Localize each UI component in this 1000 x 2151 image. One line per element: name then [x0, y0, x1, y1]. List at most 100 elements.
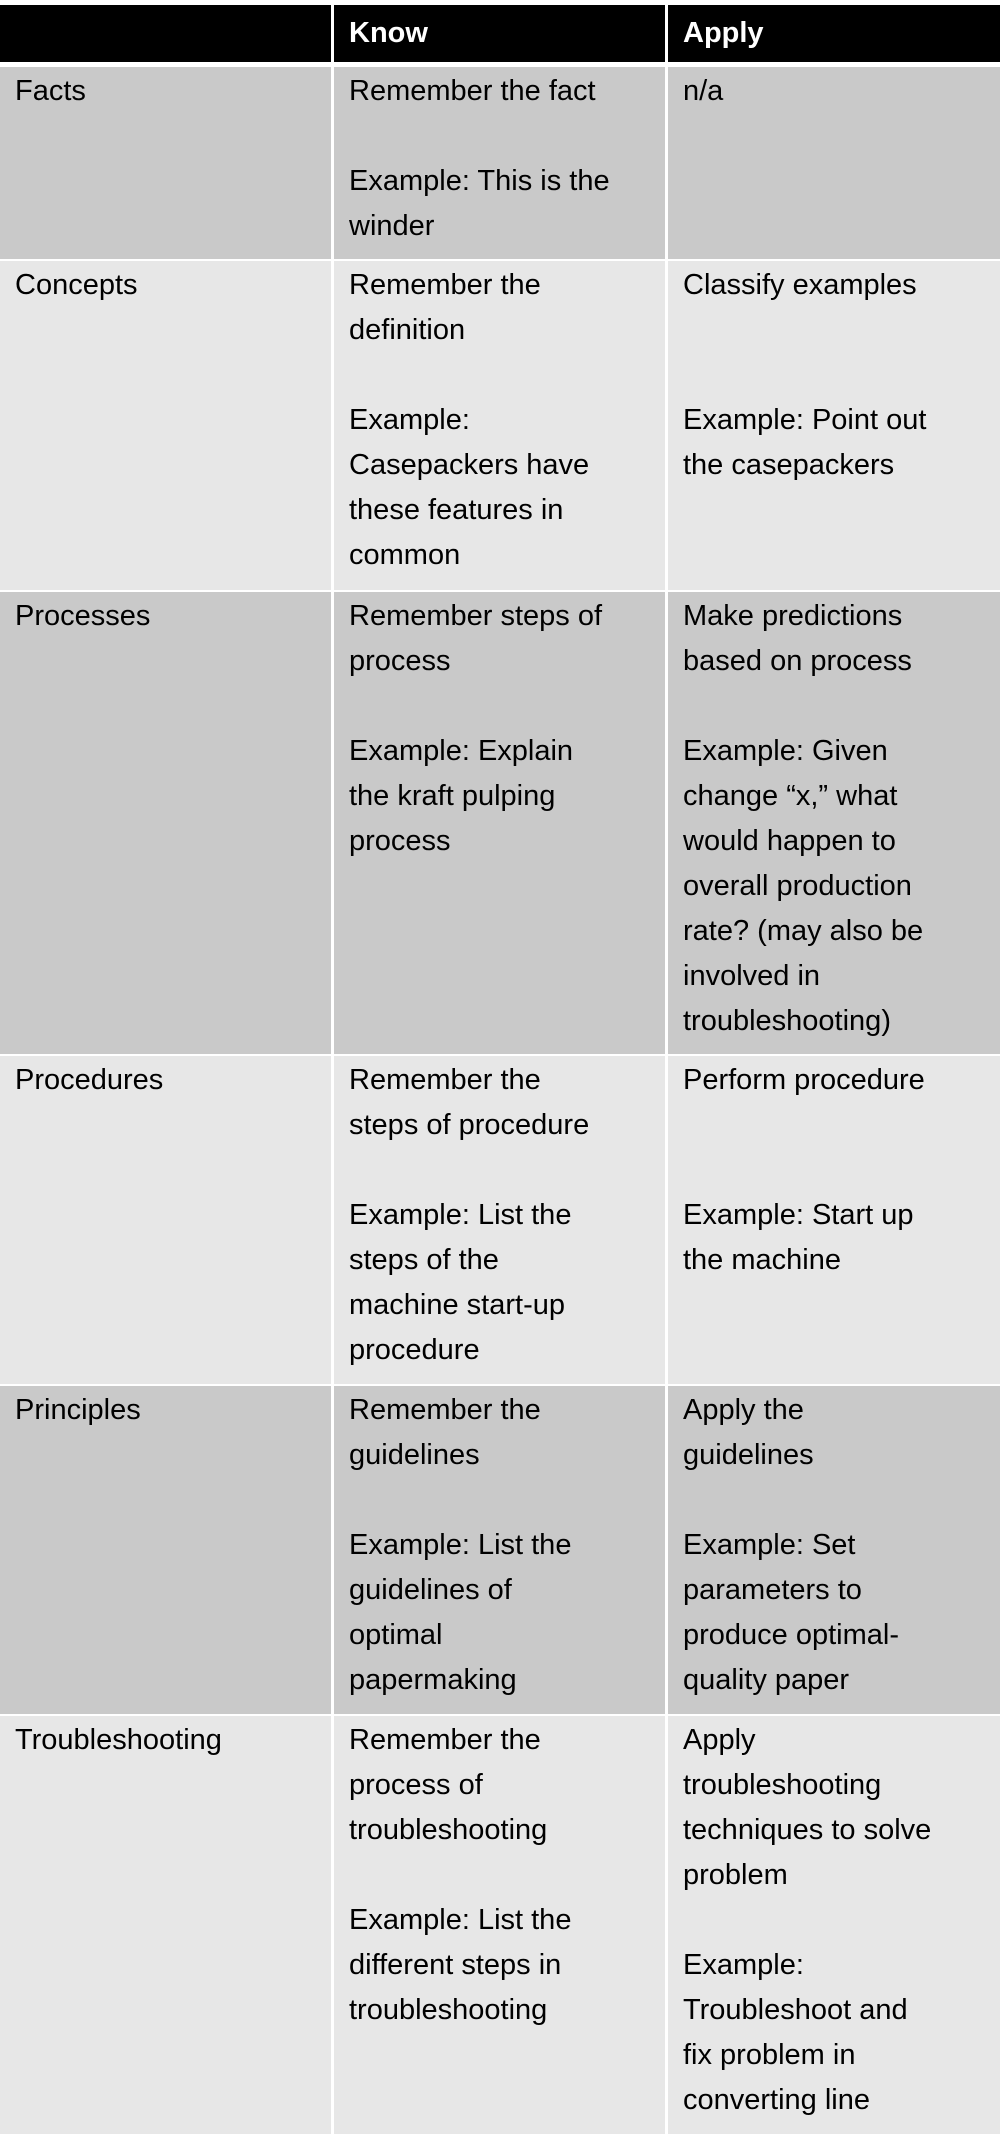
- know-example: Example: List the: [349, 1529, 572, 1561]
- apply-cell: Apply the guidelines Example: Set parame…: [668, 1386, 1000, 1714]
- apply-example: quality paper: [683, 1664, 850, 1696]
- table-row-troubleshooting: Troubleshooting Remember the process of …: [0, 1716, 1000, 2134]
- apply-example: produce optimal-: [683, 1619, 899, 1651]
- apply-example: Example: Set: [683, 1529, 856, 1561]
- apply-text: guidelines: [683, 1439, 814, 1471]
- apply-text: troubleshooting: [683, 1769, 882, 1801]
- apply-example: involved in: [683, 960, 821, 992]
- category-cell: Procedures: [0, 1056, 331, 1384]
- category-cell: Principles: [0, 1386, 331, 1714]
- header-cell-know: Know: [334, 5, 665, 62]
- apply-example: Example:: [683, 1949, 804, 1981]
- table-row-procedures: Procedures Remember the steps of procedu…: [0, 1056, 1000, 1384]
- spacer: [683, 1898, 990, 1943]
- spacer: [683, 684, 990, 729]
- apply-example: parameters to: [683, 1574, 862, 1606]
- category-cell: Facts: [0, 67, 331, 259]
- know-example: guidelines of: [349, 1574, 512, 1606]
- category-label: Procedures: [15, 1064, 164, 1096]
- spacer: [349, 1148, 655, 1193]
- know-example: the kraft pulping: [349, 780, 556, 812]
- know-text: Remember the: [349, 269, 541, 301]
- apply-text: problem: [683, 1859, 788, 1891]
- know-text: troubleshooting: [349, 1814, 548, 1846]
- header-cell-empty: [0, 5, 331, 62]
- apply-text: Apply the: [683, 1394, 804, 1426]
- know-text: Remember the: [349, 1724, 541, 1756]
- apply-example: converting line: [683, 2084, 870, 2116]
- know-cell: Remember the process of troubleshooting …: [334, 1716, 665, 2134]
- know-text: definition: [349, 314, 466, 346]
- category-label: Processes: [15, 600, 151, 632]
- know-cell: Remember the fact Example: This is the w…: [334, 67, 665, 259]
- know-text: Remember steps of: [349, 600, 603, 632]
- apply-text: Classify examples: [683, 269, 917, 301]
- know-example: these features in: [349, 494, 564, 526]
- know-text: steps of procedure: [349, 1109, 590, 1141]
- know-example: Example: This is the: [349, 165, 610, 197]
- know-text: process: [349, 645, 451, 677]
- know-text: guidelines: [349, 1439, 480, 1471]
- category-cell: Troubleshooting: [0, 1716, 331, 2134]
- apply-text: Perform procedure: [683, 1064, 925, 1096]
- know-example: different steps in: [349, 1949, 562, 1981]
- spacer: [349, 114, 655, 159]
- know-example: optimal: [349, 1619, 443, 1651]
- spacer: [349, 353, 655, 398]
- apply-example: Example: Given: [683, 735, 888, 767]
- spacer: [349, 1478, 655, 1523]
- apply-cell: Make predictions based on process Exampl…: [668, 592, 1000, 1054]
- know-example: troubleshooting: [349, 1994, 548, 2026]
- apply-example: overall production: [683, 870, 912, 902]
- table-header-row: Know Apply: [0, 5, 1000, 62]
- know-example: Example: List the: [349, 1199, 572, 1231]
- know-text: Remember the: [349, 1394, 541, 1426]
- know-example: Casepackers have: [349, 449, 590, 481]
- apply-cell: Classify examples Example: Point out the…: [668, 261, 1000, 590]
- table-row-concepts: Concepts Remember the definition Example…: [0, 261, 1000, 590]
- table-row-facts: Facts Remember the fact Example: This is…: [0, 67, 1000, 259]
- know-text: Remember the: [349, 1064, 541, 1096]
- category-label: Facts: [15, 75, 86, 107]
- know-example: Example: List the: [349, 1904, 572, 1936]
- category-cell: Concepts: [0, 261, 331, 590]
- apply-cell: Perform procedure Example: Start up the …: [668, 1056, 1000, 1384]
- category-label: Principles: [15, 1394, 141, 1426]
- apply-text: Make predictions: [683, 600, 903, 632]
- know-example: winder: [349, 210, 435, 242]
- apply-example: troubleshooting): [683, 1005, 891, 1037]
- know-cell: Remember steps of process Example: Expla…: [334, 592, 665, 1054]
- category-label: Concepts: [15, 269, 138, 301]
- spacer: [683, 308, 990, 353]
- apply-example: change “x,” what: [683, 780, 898, 812]
- know-example: process: [349, 825, 451, 857]
- apply-text: Apply: [683, 1724, 756, 1756]
- apply-cell: n/a: [668, 67, 1000, 259]
- apply-text: based on process: [683, 645, 912, 677]
- spacer: [683, 1103, 990, 1148]
- apply-example: fix problem in: [683, 2039, 856, 2071]
- know-example: steps of the: [349, 1244, 499, 1276]
- know-example: Example:: [349, 404, 470, 436]
- apply-example: rate? (may also be: [683, 915, 924, 947]
- know-example: Example: Explain: [349, 735, 574, 767]
- spacer: [683, 1478, 990, 1523]
- table-row-principles: Principles Remember the guidelines Examp…: [0, 1386, 1000, 1714]
- apply-example: Example: Start up: [683, 1199, 914, 1231]
- spacer: [349, 684, 655, 729]
- apply-text: techniques to solve: [683, 1814, 932, 1846]
- apply-example: Example: Point out: [683, 404, 927, 436]
- know-cell: Remember the definition Example: Casepac…: [334, 261, 665, 590]
- apply-text: n/a: [683, 75, 724, 107]
- spacer: [683, 1148, 990, 1193]
- spacer: [349, 1853, 655, 1898]
- category-cell: Processes: [0, 592, 331, 1054]
- apply-example: Troubleshoot and: [683, 1994, 908, 2026]
- know-text: Remember the fact: [349, 75, 596, 107]
- know-text: process of: [349, 1769, 483, 1801]
- know-example: papermaking: [349, 1664, 517, 1696]
- know-cell: Remember the steps of procedure Example:…: [334, 1056, 665, 1384]
- apply-example: the machine: [683, 1244, 841, 1276]
- apply-example: would happen to: [683, 825, 896, 857]
- apply-example: the casepackers: [683, 449, 895, 481]
